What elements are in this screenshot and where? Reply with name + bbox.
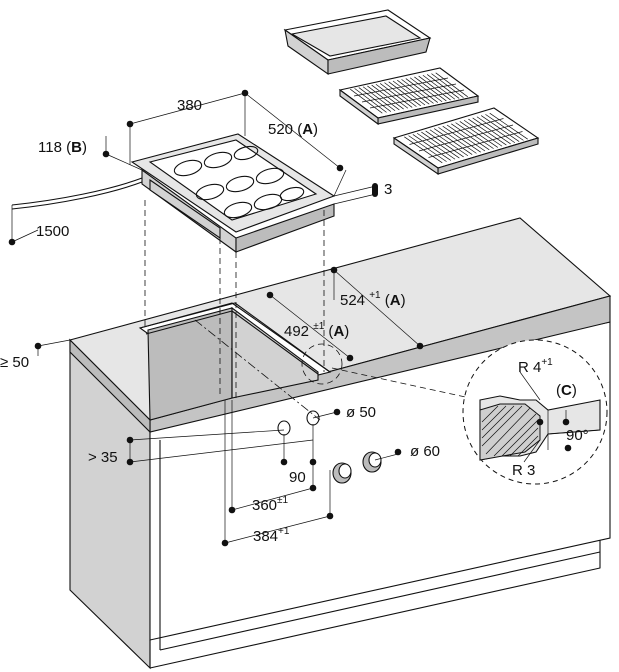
appliance-side [235,203,335,253]
label-384-value: 384 [253,528,278,545]
detail-marker-circle [301,343,343,385]
label-524: 524 +1 (A) [340,290,406,309]
accessory-tray [283,9,432,76]
heating-element [173,145,305,219]
label-360-tol: ±1 [277,495,288,506]
label-r4-tol: +1 [541,357,553,368]
countertop-side-edge [69,338,151,434]
label-r4: R 4+1 [518,357,553,376]
detail-c-callout [462,339,608,485]
control-knob-1 [332,462,352,484]
label-hole-50: ø 50 [346,404,376,421]
label-492-ref: A [333,323,344,340]
label-384-tol: +1 [278,526,290,537]
label-c: (C) [556,382,577,399]
label-edge-50: ≥ 50 [0,354,29,371]
power-cable [11,177,143,206]
label-hole-60: ø 60 [410,443,440,460]
label-r3: R 3 [512,462,535,479]
dim-380-start [126,120,134,128]
label-524-tol: +1 [369,290,381,301]
label-520: 520 (A) [268,121,318,138]
label-1500: 1500 [36,223,69,240]
grill-grate-1 [338,67,480,126]
label-118: 118 (B) [38,139,87,156]
label-below-35: > 35 [88,449,118,466]
label-3: 3 [384,181,392,198]
label-118-ref: B [71,139,82,156]
label-520-value: 520 [268,121,293,138]
label-c-ref: C [561,382,572,399]
dim-520-end [336,164,344,172]
control-knob-2 [362,451,382,473]
label-492: 492 ±1 (A) [284,321,349,340]
dimension-lines [8,89,424,547]
label-360: 360±1 [252,495,289,514]
grill-appliance [11,133,336,254]
label-492-value: 492 [284,323,309,340]
label-90-deg: 90° [566,427,589,444]
label-r4-value: R 4 [518,359,541,376]
label-492-tol: ±1 [313,321,324,332]
label-384: 384+1 [253,526,290,545]
cabinet-plinth [149,540,601,669]
label-524-ref: A [390,292,401,309]
countertop [68,217,612,434]
detail-labels: R 4+1 (C) 90° R 3 [512,357,589,479]
label-520-ref: A [302,121,313,138]
label-380: 380 [177,97,202,114]
projection-lines [144,200,471,421]
grill-grate-2 [392,107,540,176]
knob-hole-1 [277,420,291,436]
label-524-value: 524 [340,292,365,309]
dimension-labels: 380 520 (A) 118 (B) 1500 3 524 +1 (A) 49… [0,97,440,545]
label-offset-90: 90 [289,469,306,486]
label-360-value: 360 [252,497,277,514]
label-118-value: 118 [38,139,62,156]
